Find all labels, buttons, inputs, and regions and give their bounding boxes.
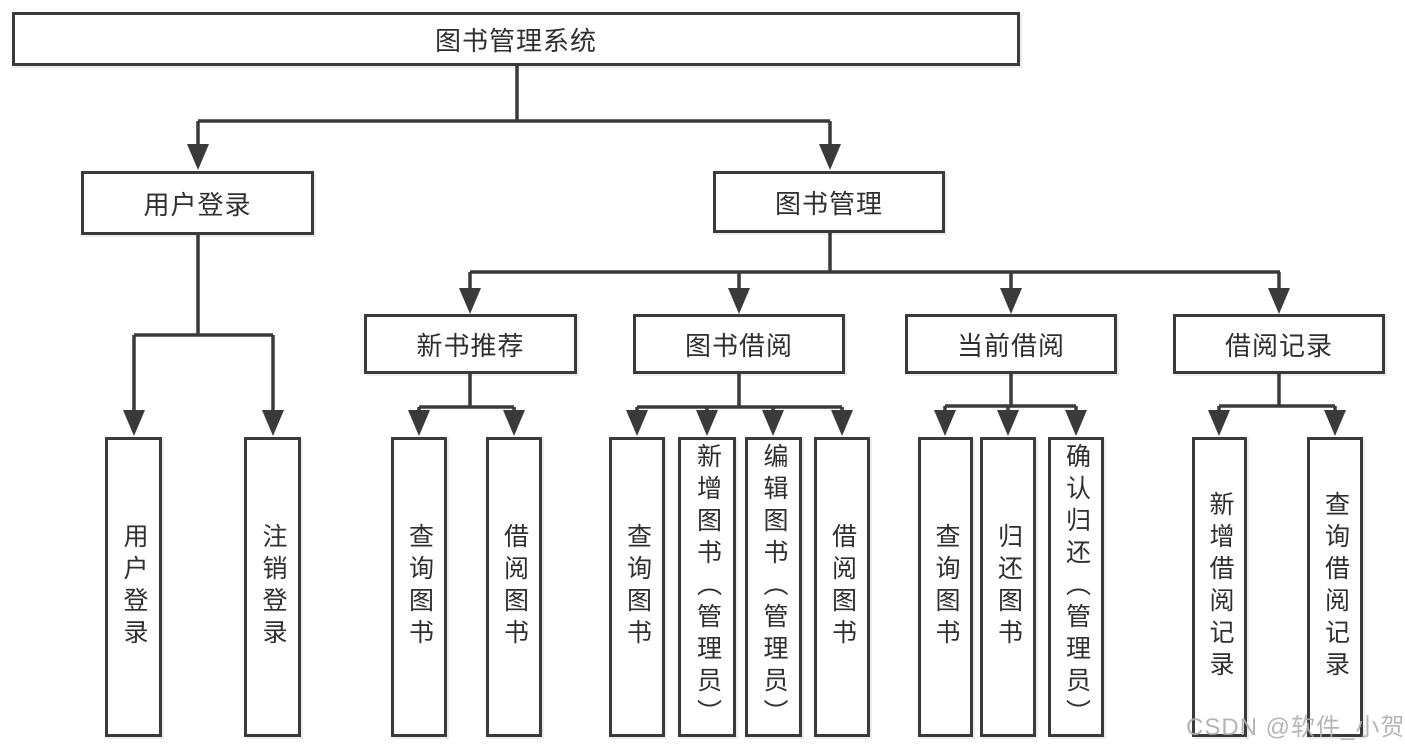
leaf-label: 新增借阅记录 — [1206, 491, 1234, 683]
node-book-management: 图书管理 — [713, 171, 945, 233]
leaf-label: 注销登录 — [259, 523, 287, 651]
node-current-borrow: 当前借阅 — [905, 314, 1117, 374]
leaf-br-new-record: 新增借阅记录 — [1192, 437, 1247, 737]
leaf-label: 查询图书 — [405, 523, 434, 651]
leaf-label: 用户登录 — [120, 523, 148, 651]
leaf-br-query-record: 查询借阅记录 — [1307, 437, 1363, 737]
leaf-label: 确认归还（管理员） — [1062, 443, 1091, 731]
leaf-logout: 注销登录 — [244, 437, 301, 737]
leaf-label: 新增图书（管理员） — [693, 443, 722, 731]
node-book-borrow: 图书借阅 — [633, 314, 845, 374]
node-new-book-recommend: 新书推荐 — [364, 314, 577, 374]
leaf-bb-query-books: 查询图书 — [609, 437, 665, 737]
leaf-cb-confirm-return-admin: 确认归还（管理员） — [1048, 437, 1104, 737]
leaf-bb-add-books-admin: 新增图书（管理员） — [678, 437, 736, 737]
leaf-bb-edit-books-admin: 编辑图书（管理员） — [745, 437, 802, 737]
leaf-label: 查询借阅记录 — [1321, 491, 1350, 683]
leaf-label: 借阅图书 — [500, 523, 529, 651]
leaf-bb-borrow-books: 借阅图书 — [814, 437, 870, 737]
leaf-label: 查询图书 — [932, 523, 960, 651]
node-user-login: 用户登录 — [81, 171, 314, 235]
leaf-label: 查询图书 — [623, 523, 652, 651]
leaf-nb-query-books: 查询图书 — [391, 437, 447, 737]
csdn-watermark: CSDN @软件_小贺同学 — [1186, 714, 1405, 741]
leaf-label: 归还图书 — [994, 523, 1023, 651]
leaf-label: 编辑图书（管理员） — [760, 443, 788, 731]
leaf-cb-return-books: 归还图书 — [980, 437, 1036, 737]
leaf-label: 借阅图书 — [828, 523, 857, 651]
node-borrow-records: 借阅记录 — [1173, 314, 1385, 374]
leaf-nb-borrow-books: 借阅图书 — [486, 437, 542, 737]
arrowheads — [123, 144, 1346, 436]
leaf-cb-query-books: 查询图书 — [918, 437, 973, 737]
leaf-user-login: 用户登录 — [105, 437, 162, 737]
node-library-system: 图书管理系统 — [12, 12, 1020, 66]
